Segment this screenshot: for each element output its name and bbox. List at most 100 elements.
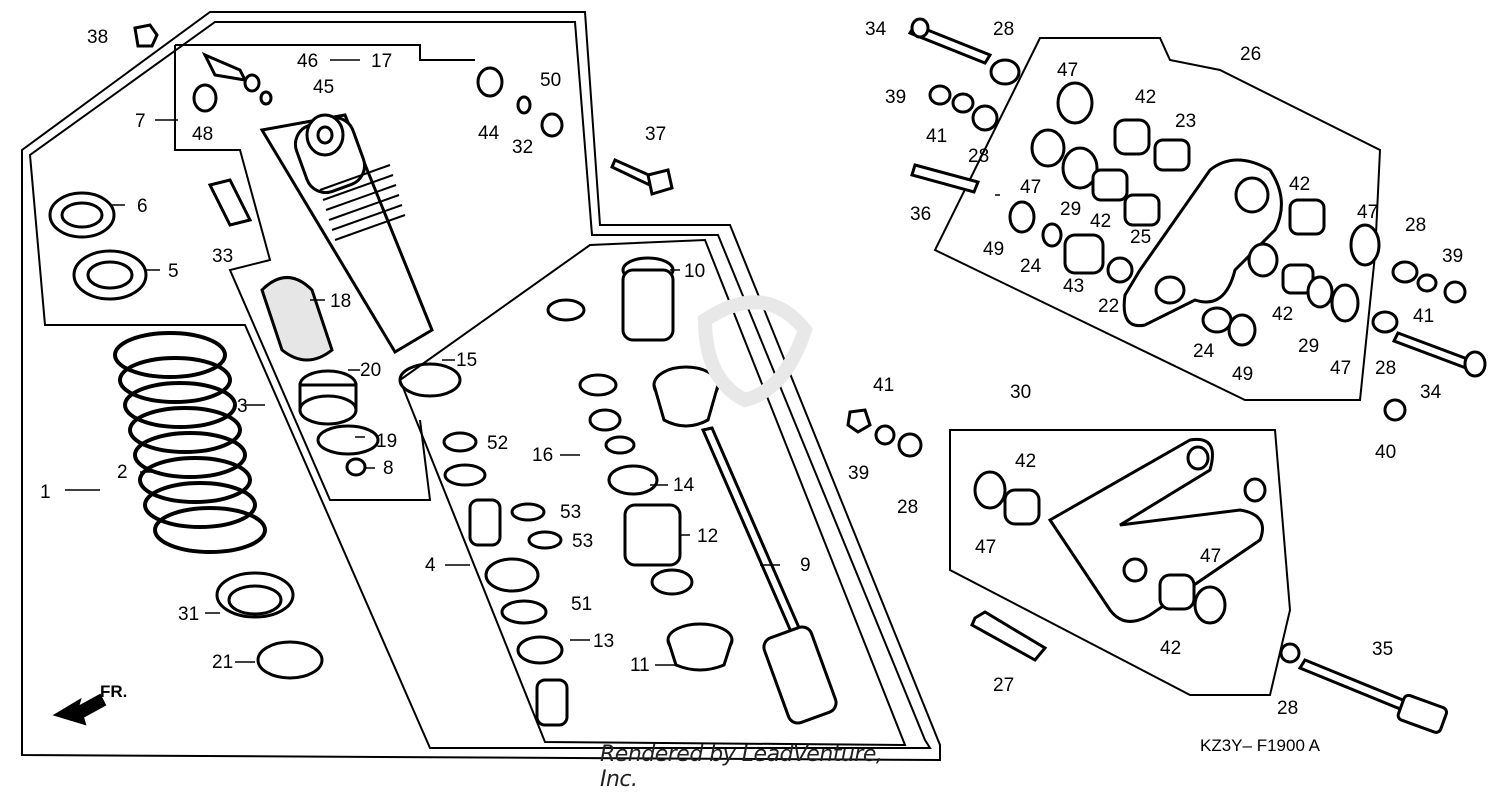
- callout-41c: 41: [873, 375, 894, 396]
- callout-17: 17: [371, 51, 392, 72]
- callout-38: 38: [87, 27, 108, 48]
- middle-hardware: [846, 408, 923, 458]
- callout-51: 51: [571, 594, 592, 615]
- callout-35: 35: [1372, 639, 1393, 660]
- assembly-outline-outer: [21, 11, 941, 762]
- callout-22: 22: [1098, 296, 1119, 317]
- link-subbox: [949, 429, 1292, 696]
- callout-13: 13: [593, 631, 614, 652]
- linkage-parts: [907, 17, 1487, 422]
- linkage-subbox: [933, 37, 1382, 401]
- lock-nuts: [48, 191, 148, 301]
- callout-4: 4: [425, 555, 436, 576]
- callout-34a: 34: [865, 19, 887, 40]
- callout-47f: 47: [1200, 546, 1221, 567]
- callout-28f: 28: [1277, 698, 1298, 719]
- callout-47b: 47: [1020, 177, 1041, 198]
- spring-seat: [215, 571, 324, 680]
- callout-14: 14: [673, 475, 695, 496]
- callout-5: 5: [168, 261, 179, 282]
- callout-48: 48: [192, 124, 213, 145]
- callout-28a: 28: [993, 19, 1014, 40]
- callout-39a: 39: [885, 87, 906, 108]
- callout-42e: 42: [1015, 451, 1036, 472]
- callout-46: 46: [297, 51, 318, 72]
- callout-20: 20: [360, 360, 381, 381]
- callout-42a: 42: [1135, 87, 1156, 108]
- callout-53b: 53: [572, 531, 593, 552]
- small-hardware: [133, 23, 674, 196]
- callout-15: 15: [456, 350, 477, 371]
- callout-labels: 1 2 3 4 5 6 7 8 9 10 11 12 13 14 15 16 1…: [40, 19, 1463, 719]
- callout-49b: 49: [1232, 364, 1253, 385]
- bump-rubber: [260, 276, 334, 362]
- callout-47a: 47: [1057, 60, 1078, 81]
- callout-8: 8: [383, 458, 394, 479]
- callout-24a: 24: [1020, 256, 1042, 277]
- callout-29a: 29: [1060, 199, 1081, 220]
- callout-41b: 41: [1413, 306, 1434, 327]
- callout-25: 25: [1130, 227, 1151, 248]
- callout-42c: 42: [1289, 174, 1310, 195]
- callout-50: 50: [540, 70, 561, 91]
- callout-7: 7: [135, 111, 146, 132]
- callout-49a: 49: [983, 239, 1004, 260]
- link-parts: [970, 437, 1449, 734]
- callout-43: 43: [1063, 276, 1084, 297]
- piston-rod: [700, 426, 838, 725]
- callout-31: 31: [178, 604, 199, 625]
- callout-39b: 39: [1442, 246, 1463, 267]
- callout-37: 37: [645, 124, 666, 145]
- callout-42f: 42: [1160, 638, 1181, 659]
- callout-28c: 28: [1405, 215, 1426, 236]
- callout-3: 3: [237, 396, 248, 417]
- callout-27: 27: [993, 675, 1014, 696]
- callout-9: 9: [800, 555, 811, 576]
- damper-parts: [442, 256, 734, 727]
- callout-12: 12: [697, 526, 718, 547]
- callout-52: 52: [487, 433, 508, 454]
- callout-36: 36: [910, 204, 931, 225]
- callout-18: 18: [330, 291, 351, 312]
- callout-24b: 24: [1193, 341, 1215, 362]
- callout-6: 6: [137, 196, 148, 217]
- damper-subbox: [398, 238, 907, 747]
- callout-11: 11: [630, 655, 650, 676]
- leader-lines: [65, 59, 1000, 666]
- callout-47d: 47: [1330, 358, 1351, 379]
- callout-1: 1: [40, 482, 51, 503]
- parts-diagram: 1 2 3 4 5 6 7 8 9 10 11 12 13 14 15 16 1…: [21, 11, 1487, 762]
- front-arrow-icon: [52, 693, 107, 726]
- assembly-outline-inner: [28, 21, 932, 749]
- callout-42d: 42: [1272, 304, 1293, 325]
- callout-41a: 41: [926, 126, 947, 147]
- callout-47e: 47: [975, 537, 996, 558]
- callout-30: 30: [1010, 382, 1031, 403]
- callout-23: 23: [1175, 111, 1196, 132]
- callout-53a: 53: [560, 502, 581, 523]
- callout-32: 32: [512, 137, 533, 158]
- figure-code: KZ3Y– F1900 A: [1200, 736, 1321, 755]
- callout-39c: 39: [848, 463, 869, 484]
- callout-21: 21: [212, 652, 233, 673]
- callout-28d: 28: [1375, 358, 1396, 379]
- callout-47c: 47: [1357, 202, 1378, 223]
- render-credit: Rendered by LeadVenture, Inc.: [600, 742, 883, 792]
- coil-spring: [113, 331, 267, 554]
- callout-2: 2: [117, 462, 128, 483]
- callout-28b: 28: [968, 146, 989, 167]
- callout-19: 19: [376, 431, 397, 452]
- callout-10: 10: [684, 261, 705, 282]
- callout-34b: 34: [1420, 382, 1442, 403]
- callout-45: 45: [313, 77, 334, 98]
- callout-40: 40: [1375, 442, 1396, 463]
- callout-44: 44: [478, 123, 500, 144]
- callout-33: 33: [212, 246, 233, 267]
- shock-body: [201, 52, 434, 355]
- callout-29b: 29: [1298, 336, 1319, 357]
- shock-body-rings: [319, 164, 406, 241]
- stopper: [298, 369, 380, 477]
- callout-28e: 28: [897, 497, 918, 518]
- watermark: [697, 295, 813, 408]
- callout-42b: 42: [1090, 211, 1111, 232]
